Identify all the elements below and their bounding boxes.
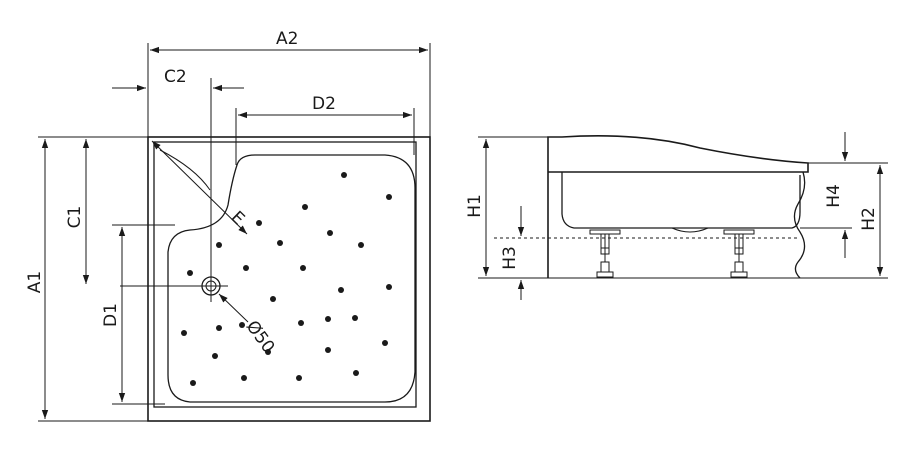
- label-h2: H2: [859, 207, 879, 231]
- anti-slip-dot: [386, 194, 392, 200]
- anti-slip-dot: [325, 316, 331, 322]
- anti-slip-dot: [298, 320, 304, 326]
- anti-slip-dot: [212, 353, 218, 359]
- anti-slip-dot: [325, 347, 331, 353]
- break-line: [793, 171, 806, 279]
- label-c1: C1: [65, 206, 85, 229]
- label-d2: D2: [312, 94, 336, 114]
- tray-inner-rim: [153, 141, 417, 408]
- anti-slip-dot: [216, 242, 222, 248]
- side-view: H1 H3 H2 H4: [465, 132, 888, 300]
- anti-slip-dot: [353, 370, 359, 376]
- anti-slip-dot: [327, 230, 333, 236]
- anti-slip-dot: [265, 349, 271, 355]
- anti-slip-dot: [341, 172, 347, 178]
- label-h4: H4: [824, 184, 844, 208]
- label-a1: A1: [25, 271, 45, 293]
- anti-slip-dot: [352, 315, 358, 321]
- tray-side-outline: [547, 135, 809, 278]
- label-h1: H1: [465, 194, 485, 218]
- label-c2: C2: [164, 67, 187, 87]
- drain-diameter-leader: [218, 293, 249, 323]
- label-drain-diameter: Ø50: [242, 317, 279, 357]
- adjustable-leg-right: [723, 229, 755, 278]
- anti-slip-dot: [187, 270, 193, 276]
- anti-slip-dot: [181, 330, 187, 336]
- anti-slip-dot: [302, 204, 308, 210]
- adjustable-leg-left: [589, 229, 621, 278]
- anti-slip-dot: [277, 240, 283, 246]
- anti-slip-dots: [181, 172, 392, 386]
- top-view: A2 C2 D2 A1 C1 D1 E Ø50: [25, 29, 431, 422]
- anti-slip-dot: [270, 296, 276, 302]
- label-a2: A2: [276, 29, 298, 49]
- basin-profile: [561, 172, 801, 229]
- anti-slip-dot: [300, 265, 306, 271]
- anti-slip-dot: [296, 375, 302, 381]
- anti-slip-dot: [216, 325, 222, 331]
- anti-slip-dot: [190, 380, 196, 386]
- anti-slip-dot: [241, 375, 247, 381]
- label-h3: H3: [500, 246, 520, 270]
- anti-slip-dot: [256, 220, 262, 226]
- anti-slip-dot: [338, 287, 344, 293]
- anti-slip-dot: [243, 265, 249, 271]
- anti-slip-dot: [382, 340, 388, 346]
- label-d1: D1: [101, 303, 121, 327]
- tray-outer-edge: [147, 136, 431, 422]
- anti-slip-dot: [386, 284, 392, 290]
- anti-slip-dot: [239, 322, 245, 328]
- drain-hump: [671, 227, 709, 233]
- label-e: E: [227, 207, 249, 229]
- anti-slip-dot: [358, 242, 364, 248]
- dimension-e: [151, 140, 248, 235]
